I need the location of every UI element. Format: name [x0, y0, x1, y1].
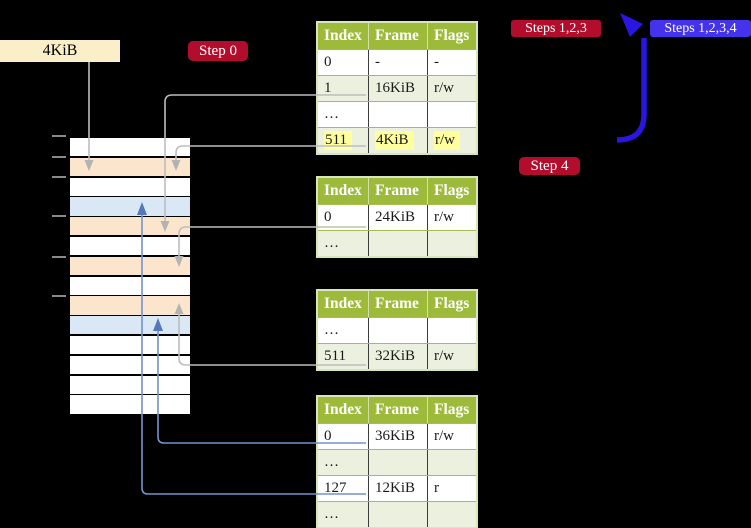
address-tick-2: [52, 156, 66, 158]
memory-row-5-peach: [70, 217, 190, 236]
memory-row-13-white: [70, 375, 190, 394]
page-table-3: Index Frame Flags … 511 32KiB r/w: [316, 289, 478, 371]
col-frame: Frame: [369, 23, 428, 49]
table-header: Index Frame Flags: [318, 397, 476, 423]
address-tick-1: [52, 135, 66, 137]
table-row-highlighted: 511 4KiB r/w: [318, 127, 476, 153]
table-row: 127 12KiB r: [318, 475, 476, 501]
address-tick-3: [52, 176, 66, 178]
steps1234-badge: Steps 1,2,3,4: [650, 20, 751, 37]
memory-row-3-white: [70, 177, 190, 196]
table-row-ellipsis: …: [318, 230, 476, 256]
table-row: 0 36KiB r/w: [318, 423, 476, 449]
col-flags: Flags: [434, 27, 470, 44]
step4-badge: Step 4: [519, 157, 580, 175]
address-tick-5: [52, 256, 66, 258]
address-tick-4: [52, 215, 66, 217]
memory-row-10-blue: [70, 316, 190, 335]
table-row: 511 32KiB r/w: [318, 343, 476, 369]
frame-size-label: 4KiB: [0, 40, 120, 62]
page-table-1: Index Frame Flags 0 - - 1 16KiB r/w … 51…: [316, 21, 478, 155]
memory-row-9-peach: [70, 296, 190, 315]
memory-row-2-peach: [70, 157, 190, 177]
memory-row-11-white: [70, 336, 190, 355]
address-tick-6: [52, 295, 66, 297]
steps123-badge: Steps 1,2,3: [511, 20, 601, 37]
big-loop-arrow: [616, 13, 647, 143]
table-row: 1 16KiB r/w: [318, 75, 476, 101]
page-table-4: Index Frame Flags 0 36KiB r/w … 127 12Ki…: [316, 395, 478, 528]
table-header: Index Frame Flags: [318, 291, 476, 317]
table-row-ellipsis: …: [318, 449, 476, 475]
table-row-ellipsis: …: [318, 501, 476, 527]
table-header: Index Frame Flags: [318, 23, 476, 49]
table-row-ellipsis: …: [318, 101, 476, 127]
memory-row-14-white: [70, 395, 190, 414]
memory-row-4-blue: [70, 197, 190, 216]
memory-row-12-white: [70, 355, 190, 375]
col-index: Index: [318, 23, 369, 49]
memory-row-6-white: [70, 237, 190, 256]
memory-row-8-white: [70, 276, 190, 295]
page-table-2: Index Frame Flags 0 24KiB r/w …: [316, 176, 478, 258]
table-header: Index Frame Flags: [318, 178, 476, 204]
table-row-ellipsis: …: [318, 317, 476, 343]
step0-badge: Step 0: [188, 41, 248, 61]
memory-row-1-white: [70, 138, 190, 157]
table-row: 0 24KiB r/w: [318, 204, 476, 230]
table-row: 0 - -: [318, 49, 476, 75]
memory-row-7-peach: [70, 256, 190, 276]
